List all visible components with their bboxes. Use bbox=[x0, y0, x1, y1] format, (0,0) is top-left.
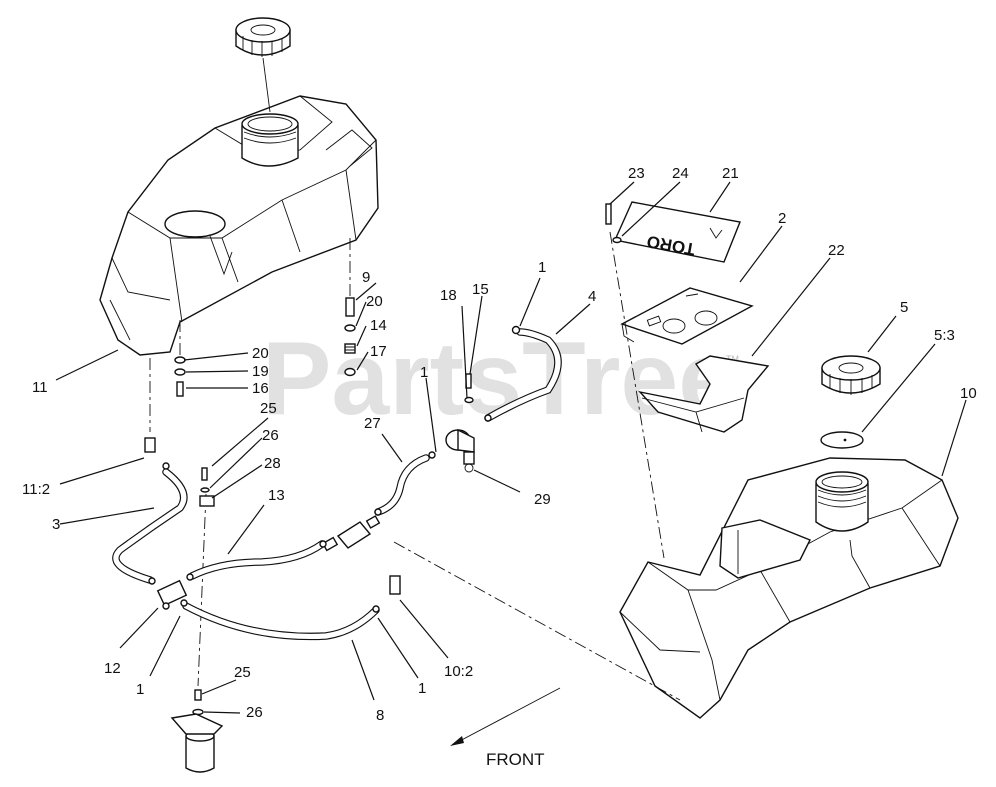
callout-29: 29 bbox=[534, 491, 551, 508]
callout-26-bottom: 26 bbox=[246, 704, 263, 721]
watermark: PartsTree TM bbox=[262, 321, 739, 437]
callout-5-3: 5:3 bbox=[934, 327, 955, 344]
callout-11-2: 11:2 bbox=[22, 481, 50, 498]
callout-1-top: 1 bbox=[538, 259, 546, 276]
washer bbox=[612, 236, 622, 244]
watermark-text: PartsTree bbox=[262, 321, 736, 437]
screw bbox=[605, 203, 612, 225]
fuel-filter-canister bbox=[170, 713, 224, 773]
cap-leader-left bbox=[262, 57, 271, 113]
callout-25-bottom: 25 bbox=[234, 664, 251, 681]
callout-20-right: 20 bbox=[366, 293, 383, 310]
callout-3: 3 bbox=[52, 516, 60, 533]
hardware-stack-left bbox=[174, 356, 186, 397]
callout-12: 12 bbox=[104, 660, 121, 677]
fuel-cap-right bbox=[821, 355, 881, 395]
hardware-stack-right bbox=[344, 297, 356, 377]
tee-fitting bbox=[156, 579, 188, 610]
callout-21: 21 bbox=[722, 165, 739, 182]
fuel-hoses bbox=[112, 328, 562, 641]
cover-plate bbox=[620, 287, 754, 345]
callout-20-left: 20 bbox=[252, 345, 269, 362]
callout-22: 22 bbox=[828, 242, 845, 259]
fuel-cap-left bbox=[235, 17, 291, 57]
callout-1-bottom: 1 bbox=[418, 680, 426, 697]
watermark-trademark: TM bbox=[726, 354, 739, 364]
fuel-filter-screen bbox=[820, 431, 864, 449]
right-fuel-tank bbox=[619, 457, 959, 719]
leader-lines bbox=[55, 181, 967, 714]
callout-4: 4 bbox=[588, 288, 596, 305]
callout-19: 19 bbox=[252, 363, 269, 380]
callout-1-pump: 1 bbox=[420, 364, 428, 381]
callout-14: 14 bbox=[370, 317, 387, 334]
callout-16: 16 bbox=[252, 380, 269, 397]
callout-11: 11 bbox=[32, 379, 48, 396]
callout-labels: 11 20 19 16 9 20 14 17 18 15 1 4 1 27 29… bbox=[22, 165, 977, 724]
callout-10-2: 10:2 bbox=[444, 663, 473, 680]
callout-18: 18 bbox=[440, 287, 457, 304]
callout-13: 13 bbox=[268, 487, 285, 504]
mounting-bracket bbox=[638, 355, 770, 433]
callout-10: 10 bbox=[960, 385, 977, 402]
callout-2: 2 bbox=[778, 210, 786, 227]
hose-clamps bbox=[148, 325, 521, 613]
callout-23: 23 bbox=[628, 165, 645, 182]
callout-9: 9 bbox=[362, 269, 370, 286]
front-direction-arrow: FRONT bbox=[450, 687, 561, 769]
callout-27: 27 bbox=[364, 415, 381, 432]
callout-5: 5 bbox=[900, 299, 908, 316]
fuel-pump bbox=[445, 428, 475, 473]
callout-17: 17 bbox=[370, 343, 387, 360]
callout-24: 24 bbox=[672, 165, 689, 182]
decal: TORO bbox=[614, 201, 741, 263]
callout-28: 28 bbox=[264, 455, 281, 472]
callout-8: 8 bbox=[376, 707, 384, 724]
callout-1-tee: 1 bbox=[136, 681, 144, 698]
inline-fuel-filter bbox=[321, 515, 381, 552]
callout-26-top: 26 bbox=[262, 427, 279, 444]
callout-25-top: 25 bbox=[260, 400, 277, 417]
left-fuel-tank bbox=[99, 95, 379, 356]
front-label: FRONT bbox=[486, 750, 545, 769]
callout-15: 15 bbox=[472, 281, 489, 298]
outlet-fittings bbox=[144, 437, 401, 595]
